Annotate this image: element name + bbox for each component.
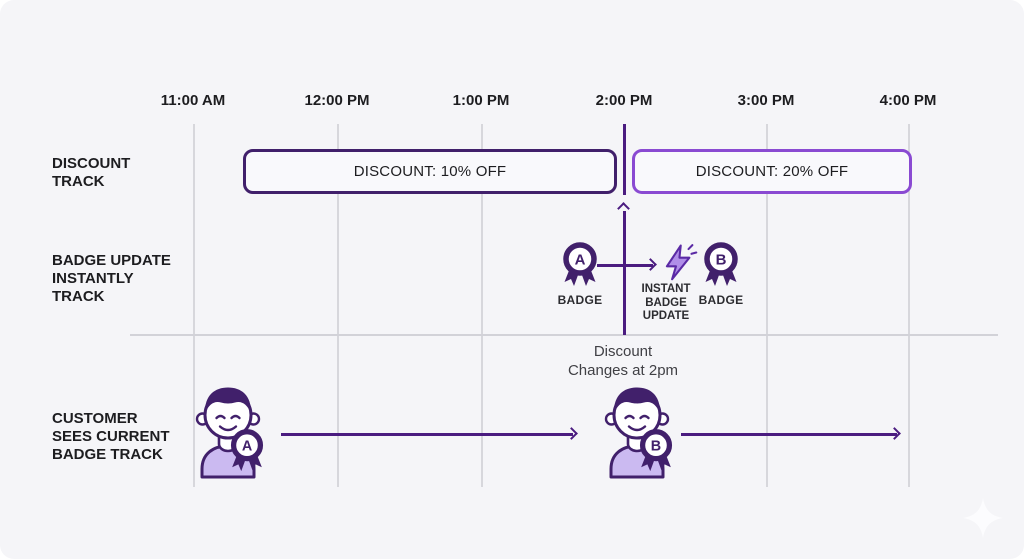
2pm-up-arrow-line (623, 211, 626, 335)
time-label-3pm: 3:00 PM (737, 92, 795, 109)
person-a-badge-icon: A (230, 429, 264, 472)
person-a-badge-letter: A (242, 438, 252, 454)
badge-b-icon: B (704, 242, 738, 286)
badge-arrowhead-icon (644, 258, 657, 271)
discount-10-box: DISCOUNT: 10% OFF (243, 149, 617, 194)
badge-b-letter: B (716, 252, 727, 269)
badge-a-icon: A (563, 242, 597, 286)
customer-arrow-2-line (681, 433, 897, 436)
customer-person-b: B (595, 383, 681, 481)
time-label-11am: 11:00 AM (160, 92, 226, 109)
discount-20-box: DISCOUNT: 20% OFF (632, 149, 912, 194)
customer-arrow-2-head-icon (888, 427, 901, 440)
discount-change-annotation: Discount Changes at 2pm (567, 343, 679, 379)
badge-arrow-line (597, 264, 653, 267)
time-label-12pm: 12:00 PM (304, 92, 370, 109)
discount-10-label: DISCOUNT: 10% OFF (353, 163, 507, 180)
gridline-4pm (908, 124, 910, 487)
time-label-4pm: 4:00 PM (879, 92, 937, 109)
instant-update-caption: INSTANT BADGE UPDATE (641, 283, 691, 322)
customer-arrow-1-line (281, 433, 573, 436)
customer-track-label: CUSTOMER SEES CURRENT BADGE TRACK (52, 410, 170, 463)
time-label-2pm: 2:00 PM (595, 92, 653, 109)
discount-track-label: DISCOUNT TRACK (52, 155, 131, 190)
discount-20-label: DISCOUNT: 20% OFF (695, 163, 849, 180)
2pm-line-upper (623, 124, 626, 195)
gridline-3pm (766, 124, 768, 487)
gridline-horizontal (130, 334, 998, 336)
gridline-11am (193, 124, 195, 487)
up-arrowhead-icon (617, 202, 630, 215)
badge-a-caption: BADGE (557, 293, 603, 307)
sparkle-icon (963, 498, 1003, 538)
gridline-1pm (481, 124, 483, 487)
badge-update-track-label: BADGE UPDATE INSTANTLY TRACK (52, 252, 171, 305)
badge-b-caption: BADGE (698, 293, 744, 307)
gridline-12pm (337, 124, 339, 487)
customer-person-a: A (186, 383, 272, 481)
badge-a-letter: A (575, 252, 586, 269)
person-b-badge-icon: B (639, 429, 673, 472)
person-b-badge-letter: B (651, 438, 661, 454)
instant-update-lightning-icon (665, 244, 698, 281)
customer-arrow-1-head-icon (565, 427, 578, 440)
time-label-1pm: 1:00 PM (452, 92, 510, 109)
